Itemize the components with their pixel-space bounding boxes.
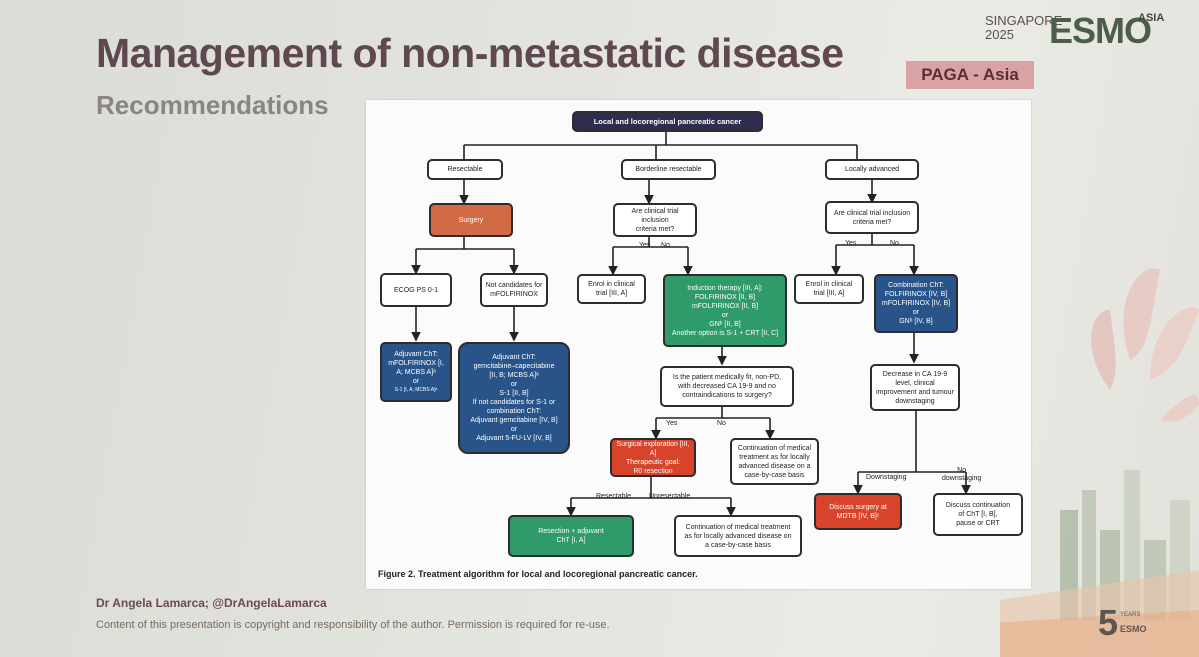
esmo-50-years-logo: 5 YEARS ESMO <box>1098 602 1147 646</box>
slide-subtitle: Recommendations <box>96 90 329 120</box>
label-unresectable: Unresectable <box>649 493 691 500</box>
node-resectable: Resectable <box>427 159 503 180</box>
logo-city: SINGAPORE <box>985 13 1063 28</box>
node-borderline: Borderline resectable <box>621 159 716 180</box>
copyright-notice: Content of this presentation is copyrigh… <box>96 619 610 631</box>
label-no-borderline: No <box>661 242 670 249</box>
node-combination-cht: Combination ChT:FOLFIRINOX [IV, B]mFOLFI… <box>874 274 958 333</box>
label-no-fit: No <box>717 420 726 427</box>
author-credit: Dr Angela Lamarca; @DrAngelaLamarca <box>96 596 327 610</box>
node-surgical-exploration: Surgical exploration [III, A]Therapeutic… <box>610 438 696 477</box>
label-yes-fit: Yes <box>666 420 678 427</box>
node-induction-therapy: Induction therapy [III, A]:FOLFIRINOX [I… <box>663 274 787 347</box>
node-medically-fit: Is the patient medically fit, non-PD,wit… <box>660 366 794 407</box>
label-downstaging: Downstaging <box>866 474 907 481</box>
label-yes-la: Yes <box>845 240 857 247</box>
label-no-la: No <box>890 240 899 247</box>
flower-petals-decoration <box>1091 268 1199 422</box>
flowchart-connectors <box>411 131 971 517</box>
node-locally-advanced: Locally advanced <box>825 159 919 180</box>
logo-city-year: SINGAPORE 2025 <box>985 14 1062 42</box>
paga-asia-tag: PAGA - Asia <box>906 61 1034 89</box>
years-text: YEARS <box>1120 612 1141 618</box>
node-surgery: Surgery <box>429 203 513 237</box>
figure-caption: Figure 2. Treatment algorithm for local … <box>378 569 698 579</box>
logo-word: ESMO <box>1049 10 1152 51</box>
flowchart-panel: Local and locoregional pancreatic cancer… <box>366 100 1031 589</box>
esmo-asia-logo: SINGAPORE 2025 ESMO ASIA <box>985 10 1165 52</box>
background-decoration <box>1000 268 1199 657</box>
bottom-pattern-decoration <box>1000 570 1199 657</box>
node-root: Local and locoregional pancreatic cancer <box>572 111 763 132</box>
slide-title: Management of non-metastatic disease <box>96 30 844 76</box>
logo-year: 2025 <box>985 27 1014 42</box>
label-yes-borderline: Yes <box>639 242 651 249</box>
root-connector <box>463 131 858 159</box>
fifty-mark: 5 <box>1098 602 1119 643</box>
logo-region: ASIA <box>1138 12 1165 24</box>
node-adjuvant-mid: Adjuvant ChT:gemcitabine–capecitabine[II… <box>458 342 570 454</box>
label-resectable: Resectable <box>596 493 632 500</box>
node-ecog: ECOG PS 0-1 <box>380 273 452 307</box>
esmo-small-text: ESMO <box>1120 624 1147 634</box>
